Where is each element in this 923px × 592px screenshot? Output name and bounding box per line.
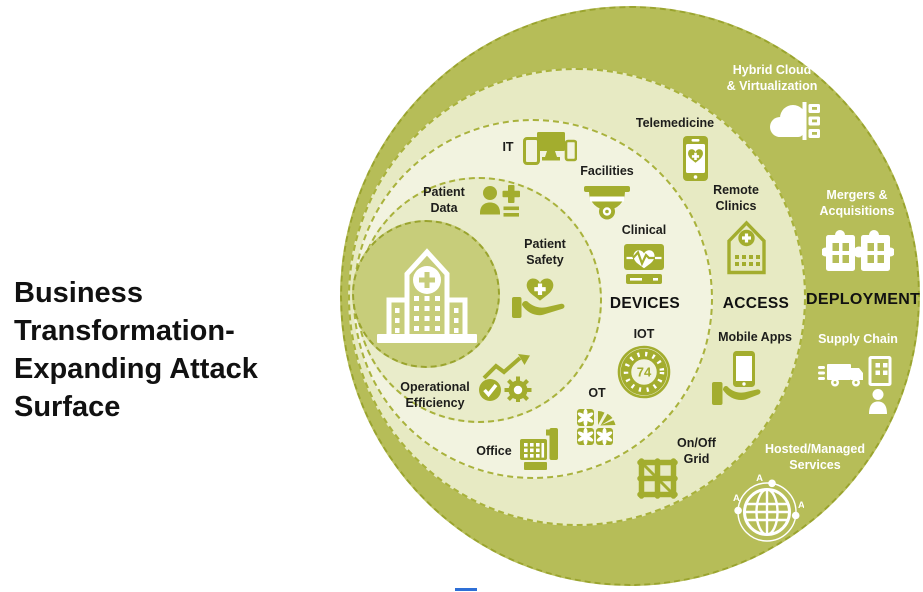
zone-label-deployment: DEPLOYMENT	[806, 291, 921, 308]
security-camera-icon	[584, 186, 630, 220]
cloud-server-icon	[770, 102, 820, 140]
orbit-label: A	[798, 500, 804, 511]
item-label: OT	[588, 386, 606, 400]
telehealth-phone-icon	[683, 136, 708, 181]
item-label: IT	[502, 140, 514, 154]
growth-check-gear-icon	[479, 354, 532, 402]
item-label: Mergers &Acquisitions	[819, 188, 895, 218]
gauge-value: 74	[637, 365, 652, 380]
fans-icon	[577, 408, 616, 446]
zone-label-devices: DEVICES	[609, 295, 681, 312]
title-line: Surface	[14, 391, 121, 423]
clinic-building-icon	[727, 220, 766, 275]
it-devices-icon	[523, 132, 577, 165]
page-title: Business Transformation- Expanding Attac…	[14, 274, 344, 426]
heart-in-hand-icon	[512, 278, 565, 318]
item-label: IOT	[633, 327, 655, 341]
title-line: Business	[14, 277, 143, 309]
orbit-label: A	[733, 493, 740, 504]
item-label: Facilities	[580, 164, 634, 178]
item-label: Telemedicine	[635, 116, 715, 130]
ecg-monitor-icon	[624, 244, 664, 284]
power-grid-icon	[637, 458, 678, 499]
hospital-circle	[352, 220, 500, 368]
puzzle-pieces-icon	[822, 230, 894, 271]
thermostat-gauge-icon: 74	[617, 345, 671, 399]
globe-network-icon: A A A	[733, 473, 804, 542]
item-label: Mobile Apps	[718, 330, 792, 344]
item-label: Clinical	[621, 223, 667, 237]
item-label: Office	[476, 444, 512, 458]
zone-label-access: ACCESS	[722, 295, 790, 312]
phone-in-hand-icon	[712, 351, 761, 405]
item-label: Supply Chain	[818, 332, 898, 346]
fax-machine-icon	[520, 428, 558, 470]
hospital-icon	[377, 248, 477, 343]
title-line: Expanding Attack	[14, 353, 258, 385]
bottom-blue-mark	[455, 588, 477, 591]
orbit-label: A	[756, 473, 763, 484]
truck-building-person-icon	[818, 356, 892, 414]
item-label: Hybrid Cloud& Virtualization	[726, 63, 818, 93]
title-line: Transformation-	[14, 315, 235, 347]
person-plus-icon	[480, 185, 520, 217]
